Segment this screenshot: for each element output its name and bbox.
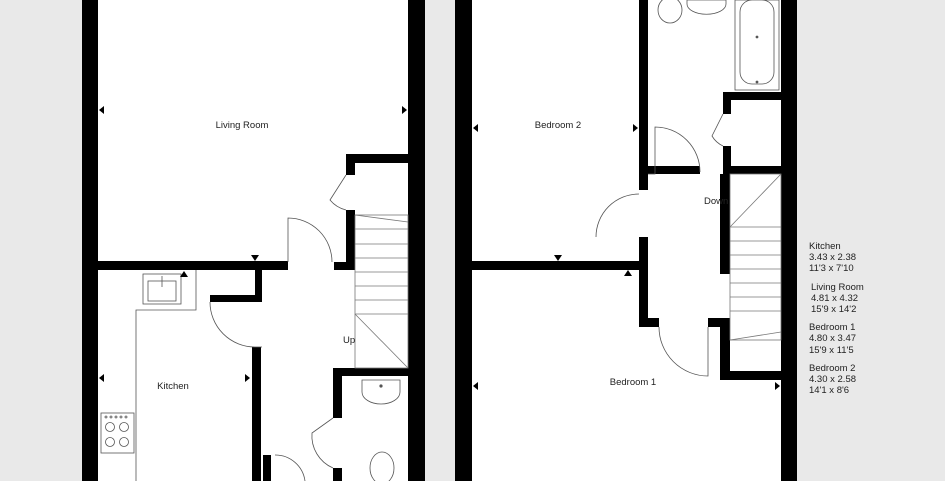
legend-entry-kitchen: Kitchen 3.43 x 2.38 11'3 x 7'10 bbox=[809, 241, 939, 275]
legend-metric-size: 3.43 x 2.38 bbox=[809, 252, 857, 264]
cupboard-wall-stub bbox=[346, 154, 355, 175]
kitchen-hall-wall-upper bbox=[255, 270, 262, 302]
kitchen-worktop bbox=[135, 270, 197, 481]
hall-front-wall bbox=[263, 455, 271, 481]
bathroom-door bbox=[648, 126, 701, 175]
ground-left-wall bbox=[82, 0, 98, 481]
legend-metric-size: 4.80 x 3.47 bbox=[809, 333, 857, 345]
first-right-wall bbox=[781, 0, 797, 481]
front-door bbox=[274, 454, 306, 481]
legend-imperial-size: 11'3 x 7'10 bbox=[809, 263, 854, 275]
kitchen-hob bbox=[100, 412, 135, 454]
legend-imperial-size: 15'9 x 11'5 bbox=[809, 344, 854, 356]
bathroom-toilet bbox=[657, 0, 683, 24]
ground-right-wall bbox=[408, 0, 425, 481]
stair-side-wall-return bbox=[334, 262, 355, 270]
stairs-up bbox=[354, 214, 409, 369]
kitchen-fixtures bbox=[100, 270, 197, 481]
cupboard-door bbox=[329, 174, 347, 211]
room-dimensions-legend: Kitchen 3.43 x 2.38 11'3 x 7'10 Living R… bbox=[809, 241, 939, 403]
stairs-down-label: Down bbox=[704, 196, 728, 207]
stairs-up-label: Up bbox=[343, 335, 355, 346]
landing-left-wall-upper bbox=[639, 261, 648, 326]
airing-cupboard-top-wall bbox=[723, 92, 781, 100]
kitchen-sink-unit bbox=[142, 273, 182, 305]
wc-toilet bbox=[369, 451, 395, 481]
landing-left-return bbox=[639, 318, 659, 327]
first-floor: Bedroom 2 Bedroom 1 Down bbox=[455, 0, 797, 481]
stair-enclosure-bottom bbox=[720, 371, 781, 380]
legend-imperial-size: 15'9 x 14'2 bbox=[811, 304, 857, 316]
legend-room-name: Living Room bbox=[811, 281, 864, 293]
first-doors bbox=[595, 113, 724, 377]
wc-fixtures bbox=[361, 379, 401, 481]
wc-top-wall bbox=[333, 368, 408, 376]
bedroom-divider-wall bbox=[472, 261, 647, 270]
wc-left-wall-upper bbox=[333, 368, 342, 418]
wc-left-wall-lower bbox=[333, 468, 342, 481]
stair-side-wall bbox=[346, 210, 355, 270]
airing-cupboard-wall-lower bbox=[723, 146, 731, 174]
bath-tub-inner bbox=[739, 0, 775, 85]
bedroom-2-label: Bedroom 2 bbox=[535, 120, 581, 131]
living-room-door bbox=[287, 217, 333, 263]
kitchen-door bbox=[209, 301, 262, 348]
bedroom2-right-wall-lower bbox=[639, 237, 648, 267]
kitchen-hall-wall bbox=[210, 295, 262, 302]
bathroom-fixtures bbox=[657, 0, 780, 91]
ground-dimension-arrows bbox=[99, 106, 407, 382]
living-kitchen-wall bbox=[98, 261, 288, 270]
bathroom-bottom-wall-left bbox=[648, 166, 700, 174]
legend-entry-bedroom-2: Bedroom 2 4.30 x 2.58 14'1 x 8'6 bbox=[809, 363, 939, 397]
wc-basin bbox=[361, 379, 401, 405]
cupboard-top-wall bbox=[346, 154, 408, 163]
stair-landing-return bbox=[708, 318, 730, 327]
kitchen-hall-wall-lower bbox=[252, 347, 261, 481]
legend-entry-bedroom-1: Bedroom 1 4.80 x 3.47 15'9 x 11'5 bbox=[809, 322, 939, 356]
first-left-wall bbox=[455, 0, 472, 481]
bathroom-bottom-wall-right bbox=[730, 166, 781, 174]
wc-door bbox=[311, 417, 334, 469]
first-dimension-arrows bbox=[473, 124, 780, 390]
bathroom-basin bbox=[686, 0, 727, 15]
legend-metric-size: 4.81 x 4.32 bbox=[811, 292, 859, 304]
legend-entry-living-room: Living Room 4.81 x 4.32 15'9 x 14'2 bbox=[809, 282, 939, 316]
bathroom-left-wall bbox=[639, 0, 648, 190]
bedroom2-door bbox=[595, 193, 640, 238]
stairs-down bbox=[729, 173, 782, 341]
stair-landing-wall bbox=[720, 174, 730, 274]
legend-metric-size: 4.30 x 2.58 bbox=[809, 374, 857, 386]
bedroom-1-label: Bedroom 1 bbox=[610, 377, 656, 388]
kitchen-label: Kitchen bbox=[157, 381, 189, 392]
ground-floor: Living Room Kitchen Up bbox=[82, 0, 425, 481]
ground-doors bbox=[209, 174, 347, 481]
bedroom1-door bbox=[658, 326, 709, 377]
airing-cupboard-door bbox=[711, 113, 724, 147]
legend-imperial-size: 14'1 x 8'6 bbox=[809, 385, 850, 397]
legend-room-name: Bedroom 2 bbox=[809, 362, 856, 374]
legend-room-name: Kitchen bbox=[809, 241, 841, 252]
stair-enclosure-wall bbox=[720, 318, 730, 380]
airing-cupboard-wall-stub bbox=[723, 92, 731, 114]
living-room-label: Living Room bbox=[216, 120, 269, 131]
legend-room-name: Bedroom 1 bbox=[809, 322, 856, 334]
